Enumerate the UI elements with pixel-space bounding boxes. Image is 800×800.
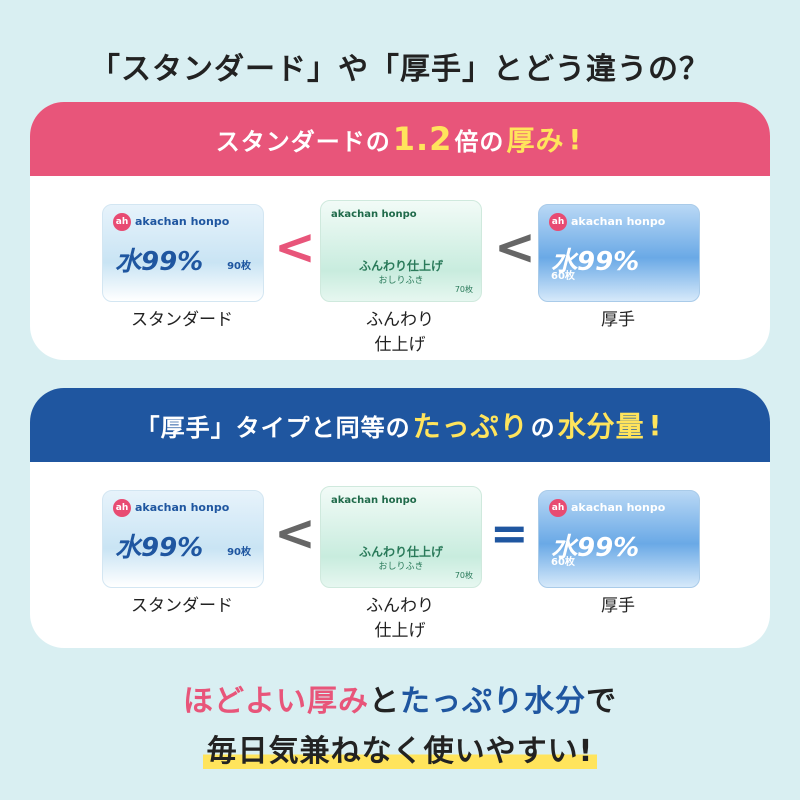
standard-package-image: ah akachan honpo 水99% 90枚 (102, 490, 264, 588)
package-label: ふんわり仕上げ (358, 259, 443, 273)
banner-highlight-number: 1.2 (392, 120, 453, 158)
banner-exclamation: ! (648, 408, 663, 442)
brand-logo-icon: ah (549, 499, 567, 517)
caption-standard: スタンダード (131, 310, 233, 330)
caption-thick: 厚手 (601, 596, 635, 616)
package-count: 70枚 (454, 285, 473, 294)
banner-text: 倍の (454, 127, 505, 156)
product-row: ah akachan honpo 水99% 90枚 < akachan honp… (30, 176, 770, 360)
banner-text: の (530, 413, 556, 442)
banner-text: スタンダードの (215, 127, 391, 156)
package-brand: akachan honpo (331, 495, 417, 506)
package-count: 90枚 (227, 261, 251, 272)
footer-text: と (369, 684, 400, 719)
thickness-banner: スタンダードの 1.2 倍の 厚み ! (30, 102, 770, 176)
package-brand: akachan honpo (331, 209, 417, 220)
page-title: 「スタンダード」や「厚手」とどう違うの？ (90, 52, 710, 87)
package-label: 水99% (115, 533, 204, 563)
package-label: 水99% (551, 247, 640, 277)
caption-fluffy: ふんわり 仕上げ (300, 594, 500, 644)
banner-highlight-word: 厚み (506, 124, 565, 157)
banner-highlight-word: たっぷり (412, 410, 529, 443)
package-count: 90枚 (227, 547, 251, 558)
package-count: 70枚 (454, 571, 473, 580)
comparison-card-moisture: 「厚手」タイプと同等の たっぷり の 水分量 ! ah akachan honp… (30, 388, 770, 648)
package-label: 水99% (551, 533, 640, 563)
less-than-icon: < (274, 504, 316, 562)
footer-highlight-thickness: ほどよい厚み (183, 684, 369, 719)
package-brand: akachan honpo (135, 501, 230, 514)
comparison-card-thickness: スタンダードの 1.2 倍の 厚み ! ah akachan honpo 水99… (30, 102, 770, 360)
product-row: ah akachan honpo 水99% 90枚 < akachan honp… (30, 462, 770, 646)
footer-line-1: ほどよい厚みとたっぷり水分で (0, 676, 800, 720)
moisture-banner: 「厚手」タイプと同等の たっぷり の 水分量 ! (30, 388, 770, 462)
footer-highlight-moisture: たっぷり水分 (400, 684, 586, 719)
package-brand: akachan honpo (135, 215, 230, 228)
banner-highlight-word: 水分量 (557, 410, 645, 443)
less-than-icon: < (274, 218, 316, 276)
caption-standard: スタンダード (131, 596, 233, 616)
less-than-icon: < (494, 218, 536, 276)
package-sublabel: おしりふき (378, 562, 424, 572)
footer-text: で (586, 684, 617, 719)
package-sublabel: おしりふき (378, 276, 424, 286)
package-brand: akachan honpo (571, 215, 666, 228)
footer-tagline: 毎日気兼ねなく使いやすい! (202, 734, 598, 769)
brand-logo-icon: ah (549, 213, 567, 231)
caption-line: ふんわり (366, 596, 434, 616)
caption-line: ふんわり (366, 310, 434, 330)
package-label: 水99% (115, 247, 204, 277)
package-label: ふんわり仕上げ (358, 545, 443, 559)
thick-package-image: ah akachan honpo 水99% 60枚 (538, 204, 700, 302)
brand-logo-icon: ah (113, 499, 131, 517)
footer-line-2: 毎日気兼ねなく使いやすい! (0, 726, 800, 770)
caption-line: 仕上げ (374, 335, 426, 355)
fluffy-package-image: akachan honpo ふんわり仕上げ おしりふき 70枚 (320, 200, 482, 302)
package-count: 60枚 (551, 557, 575, 568)
fluffy-package-image: akachan honpo ふんわり仕上げ おしりふき 70枚 (320, 486, 482, 588)
package-count: 60枚 (551, 271, 575, 282)
standard-package-image: ah akachan honpo 水99% 90枚 (102, 204, 264, 302)
caption-fluffy: ふんわり 仕上げ (300, 308, 500, 358)
banner-text: 「厚手」タイプと同等の (135, 413, 411, 442)
caption-line: 仕上げ (374, 621, 426, 641)
banner-exclamation: ! (568, 122, 583, 156)
equals-icon: = (490, 506, 529, 560)
caption-thick: 厚手 (601, 310, 635, 330)
brand-logo-icon: ah (113, 213, 131, 231)
thick-package-image: ah akachan honpo 水99% 60枚 (538, 490, 700, 588)
package-brand: akachan honpo (571, 501, 666, 514)
